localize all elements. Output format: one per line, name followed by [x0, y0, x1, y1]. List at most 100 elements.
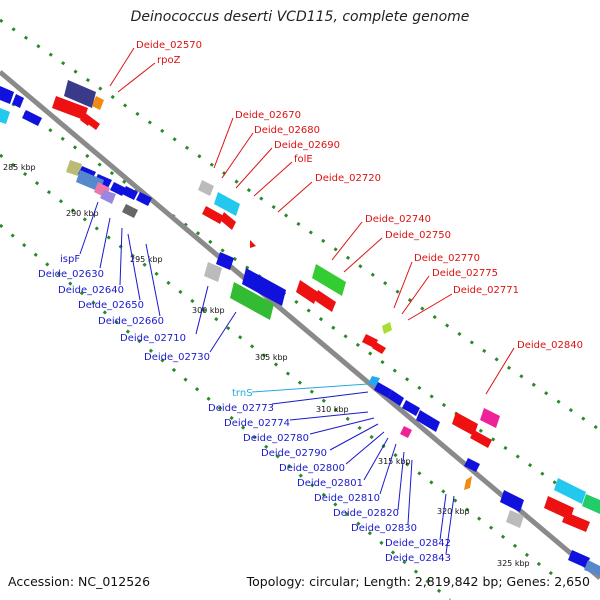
forward-labels: Deide_02570 rpoZ Deide_02670 Deide_02680…	[109, 40, 583, 395]
gene-arrow	[0, 86, 14, 104]
gene-label-forward: folE	[294, 154, 313, 165]
gene-block	[506, 510, 524, 528]
gene-arrow	[562, 512, 590, 532]
scale-label: 320 kbp	[437, 507, 470, 516]
gene-label-forward: Deide_02840	[517, 340, 583, 351]
gene-label-reverse: Deide_02630	[38, 269, 104, 280]
scale-label: 315 kbp	[378, 457, 411, 466]
gene-arrow	[470, 430, 492, 448]
gene-label-reverse: Deide_02820	[333, 508, 399, 519]
gene-arrow	[220, 212, 236, 230]
gene-label-reverse: Deide_02660	[98, 316, 164, 327]
gene-label-forward: Deide_02670	[235, 110, 301, 121]
gene-block	[312, 264, 346, 296]
gene-label-forward: Deide_02770	[414, 253, 480, 264]
guide-lines	[0, 18, 600, 600]
gene-block	[554, 478, 586, 504]
gene-label-reverse: Deide_02842	[385, 538, 451, 549]
gene-block	[582, 494, 600, 514]
gene-arrow	[452, 412, 478, 436]
gene-arrow	[250, 240, 256, 248]
scale-label: 305 kbp	[255, 353, 288, 362]
gene-label-reverse: Deide_02773	[208, 403, 274, 414]
gene-block	[204, 262, 222, 282]
gene-arrow	[568, 550, 590, 568]
genome-backbone	[0, 70, 600, 580]
scale-label: 295 kbp	[130, 255, 163, 264]
gene-block	[214, 192, 240, 216]
gene-block	[230, 282, 274, 320]
gene-block	[480, 408, 500, 428]
gene-arrow	[110, 182, 126, 196]
gene-label-forward: Deide_02720	[315, 173, 381, 184]
gene-label-forward: Deide_02750	[385, 230, 451, 241]
scale-label: 290 kbp	[66, 209, 99, 218]
gene-block	[400, 426, 412, 438]
gene-label-forward: Deide_02690	[274, 140, 340, 151]
map-title: Deinococcus deserti VCD115, complete gen…	[130, 9, 470, 25]
gene-label-forward: Deide_02775	[432, 268, 498, 279]
gene-arrow	[464, 458, 480, 472]
gene-label-rna: trnS	[232, 388, 253, 399]
reverse-labels: ispF Deide_02630 Deide_02640 Deide_02650…	[38, 201, 455, 564]
gene-block	[92, 96, 104, 110]
gene-label-reverse: Deide_02730	[144, 352, 210, 363]
gene-label-forward: Deide_02570	[136, 40, 202, 51]
gene-arrow	[136, 192, 152, 206]
gene-arrow	[402, 400, 420, 416]
gene-label-reverse: Deide_02790	[261, 448, 327, 459]
gene-label-reverse: Deide_02640	[58, 285, 124, 296]
gene-label-reverse: Deide_02801	[297, 478, 363, 489]
gene-arrow	[374, 382, 392, 398]
gene-arrow	[362, 334, 378, 348]
gene-label-forward: Deide_02771	[453, 285, 519, 296]
gene-block	[66, 160, 82, 176]
gene-arrow	[296, 280, 318, 304]
gene-label-reverse: Deide_02830	[351, 523, 417, 534]
gene-label-forward: Deide_02680	[254, 125, 320, 136]
gene-label-reverse: Deide_02650	[78, 300, 144, 311]
gene-arrow	[500, 490, 524, 512]
reverse-features	[0, 86, 600, 576]
gene-label-forward: rpoZ	[157, 55, 181, 66]
accession-text: Accession: NC_012526	[8, 574, 151, 589]
gene-block	[464, 476, 472, 490]
scale-label: 300 kbp	[192, 306, 225, 315]
gene-label-reverse: ispF	[60, 254, 80, 265]
scale-labels: 285 kbp 290 kbp 295 kbp 300 kbp 305 kbp …	[3, 163, 530, 568]
gene-arrow	[216, 252, 234, 270]
gene-label-reverse: Deide_02843	[385, 553, 451, 564]
gene-block	[368, 376, 380, 386]
gene-block	[198, 180, 214, 196]
gene-block	[122, 204, 138, 218]
gene-arrow	[314, 290, 336, 312]
scale-label: 310 kbp	[316, 405, 349, 414]
topology-text: Topology: circular; Length: 2,819,842 bp…	[246, 574, 590, 589]
scale-label: 285 kbp	[3, 163, 36, 172]
gene-arrow	[88, 118, 100, 130]
gene-label-reverse: Deide_02810	[314, 493, 380, 504]
gene-arrow	[12, 94, 24, 108]
gene-block	[64, 80, 96, 108]
gene-block	[584, 560, 600, 576]
gene-block	[100, 190, 116, 204]
gene-block	[382, 322, 392, 334]
rna-labels: trnS	[232, 383, 369, 399]
gene-label-reverse: Deide_02780	[243, 433, 309, 444]
scale-label: 325 kbp	[497, 559, 530, 568]
gene-label-forward: Deide_02740	[365, 214, 431, 225]
gene-arrow	[202, 206, 224, 224]
gene-arrow	[122, 186, 138, 200]
gene-arrow	[22, 110, 42, 126]
gene-arrow	[52, 96, 88, 120]
gene-arrow	[388, 390, 404, 406]
forward-features	[52, 80, 600, 532]
gene-block	[242, 268, 286, 306]
gene-arrow	[372, 342, 386, 354]
gene-label-reverse: Deide_02774	[224, 418, 290, 429]
gene-arrow	[416, 410, 440, 432]
gene-block	[0, 108, 10, 124]
gene-label-reverse: Deide_02800	[279, 463, 345, 474]
gene-label-reverse: Deide_02710	[120, 333, 186, 344]
